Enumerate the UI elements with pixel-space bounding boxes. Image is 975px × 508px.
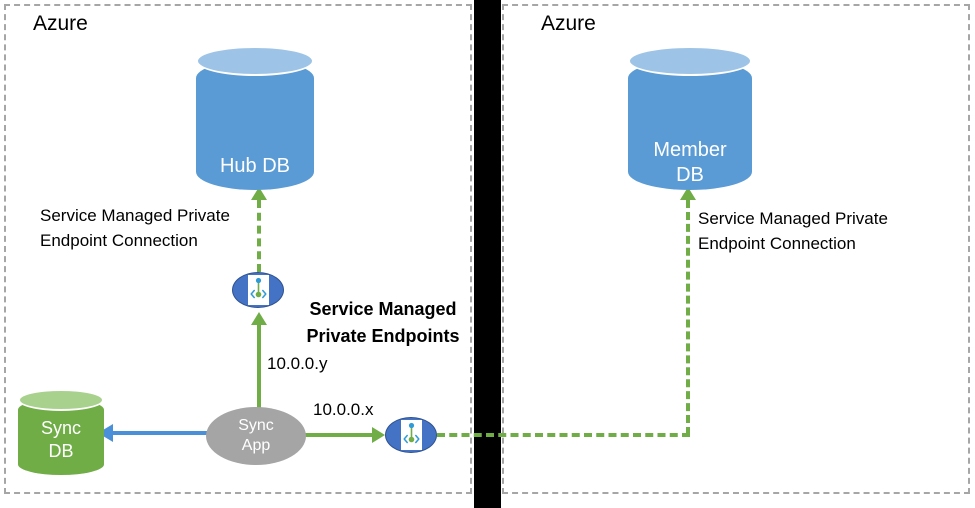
- cylinder-body: [196, 60, 314, 190]
- node-member-db-label: Member DB: [653, 139, 727, 186]
- arrowhead-hub-endpoint-to-hub-db: [251, 187, 267, 200]
- ip-label-hub-endpoint: 10.0.0.y: [267, 354, 328, 373]
- connector-syncapp-to-syncdb: [112, 431, 212, 435]
- connector-member-endpoint-horizontal: [437, 433, 690, 437]
- connector-syncapp-to-member-endpoint: [305, 433, 373, 437]
- node-sync-db-label: Sync DB: [40, 418, 82, 461]
- caption-left-connection: Service Managed Private Endpoint Connect…: [40, 206, 230, 250]
- node-private-endpoint-member[interactable]: [385, 417, 437, 453]
- private-link-icon: [248, 275, 269, 305]
- arrowhead-syncapp-to-hub-endpoint: [251, 312, 267, 325]
- network-boundary-divider: [474, 0, 501, 508]
- node-hub-db-label: Hub DB: [219, 155, 291, 177]
- arrowhead-syncapp-to-member-endpoint: [372, 427, 385, 443]
- ip-label-member-endpoint: 10.0.0.x: [313, 400, 374, 419]
- node-sync-app-label: Sync App: [238, 417, 274, 454]
- cylinder-body: [628, 60, 752, 190]
- cylinder-body: [18, 399, 104, 475]
- connector-member-endpoint-vertical: [686, 200, 690, 435]
- node-member-db[interactable]: Member DB: [628, 46, 752, 190]
- node-sync-app[interactable]: Sync App: [206, 407, 306, 465]
- node-hub-db[interactable]: Hub DB: [196, 46, 314, 190]
- arrowhead-member-endpoint-to-member-db: [680, 187, 696, 200]
- private-link-icon: [401, 420, 422, 450]
- region-label-azure-right: Azure: [541, 12, 596, 35]
- caption-right-connection: Service Managed Private Endpoint Connect…: [698, 209, 888, 253]
- caption-service-managed-private-endpoints: Service Managed Private Endpoints: [306, 299, 460, 346]
- node-sync-db[interactable]: Sync DB: [18, 389, 104, 475]
- cylinder-top: [196, 46, 314, 76]
- cylinder-top: [628, 46, 752, 76]
- cylinder-top: [18, 389, 104, 411]
- region-label-azure-left: Azure: [33, 12, 88, 35]
- node-private-endpoint-hub[interactable]: [232, 272, 284, 308]
- connector-hub-endpoint-to-hub-db: [257, 200, 261, 272]
- connector-syncapp-to-hub-endpoint: [257, 325, 261, 413]
